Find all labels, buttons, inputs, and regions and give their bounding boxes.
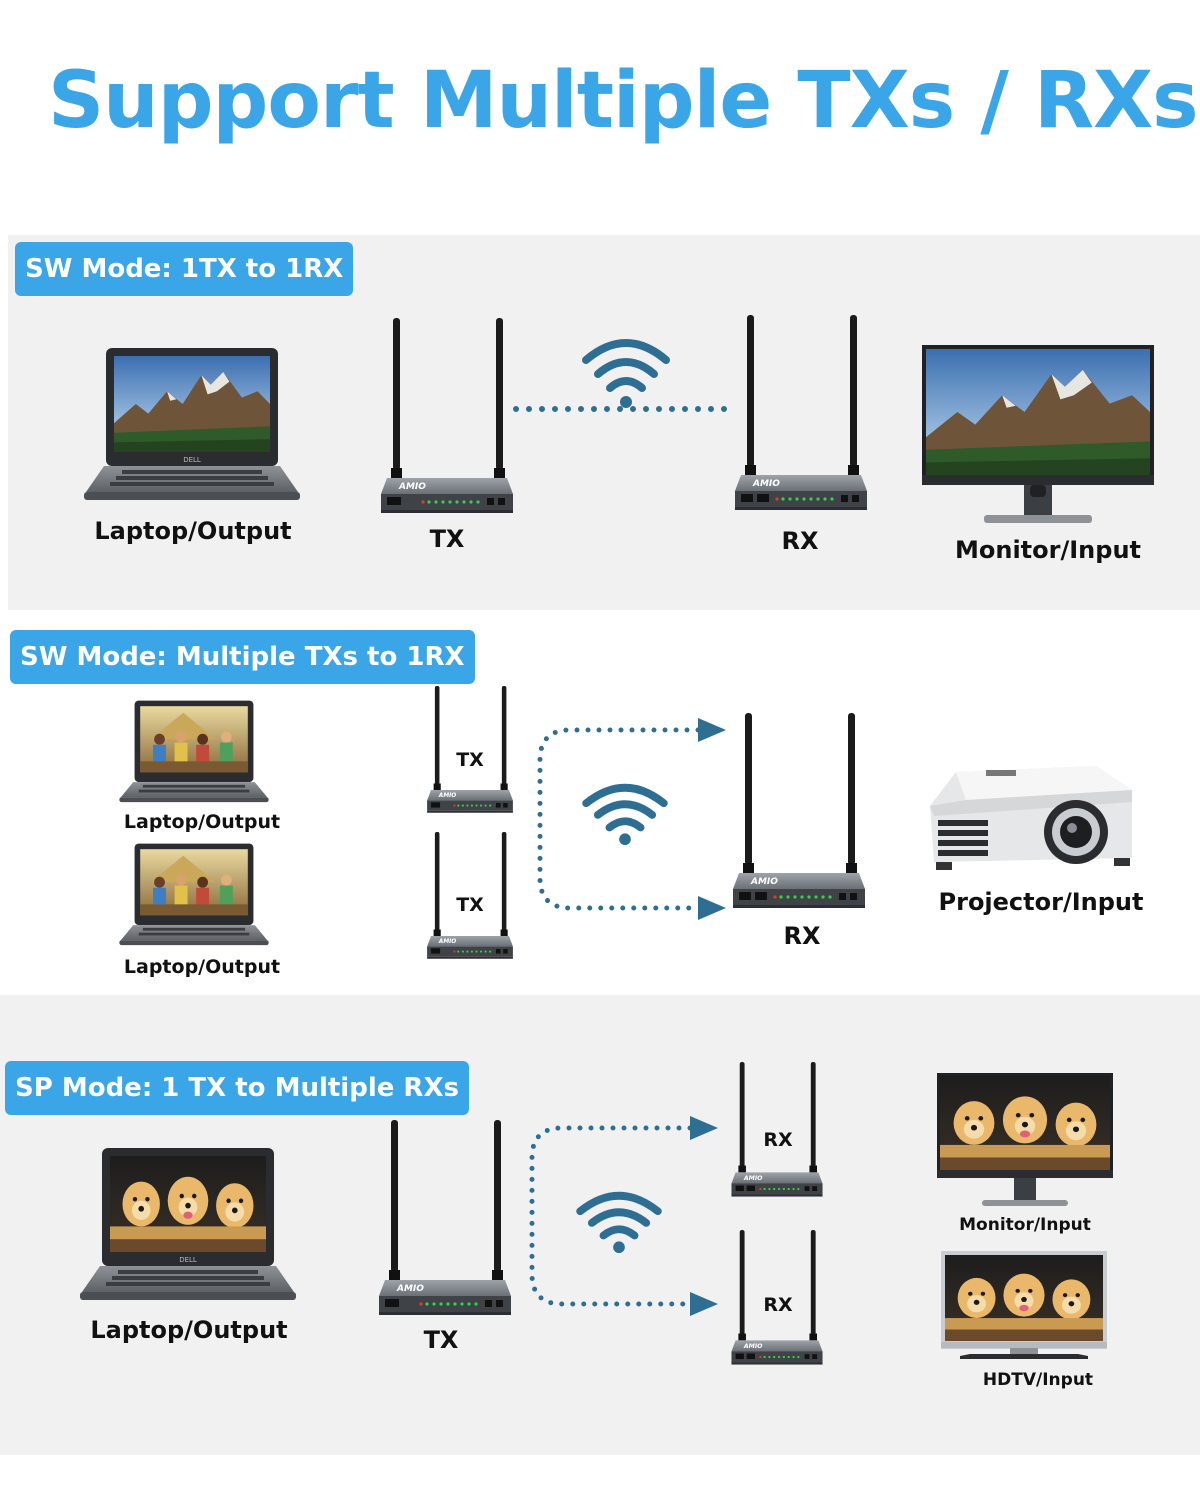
source-label: Laptop/Output [94, 517, 292, 545]
receiver-device-icon [730, 315, 872, 515]
mode-label-2: SW Mode: Multiple TXs to 1RX [10, 630, 475, 684]
laptop-icon [119, 843, 269, 946]
mode-label-3: SP Mode: 1 TX to Multiple RXs [5, 1061, 469, 1115]
monitor-icon [922, 345, 1154, 523]
transmitter-device-icon [376, 318, 518, 518]
wireless-signal-icon [576, 1191, 662, 1254]
rx-label: RX [763, 1129, 793, 1151]
laptop-icon [119, 700, 269, 803]
tx-label: TX [456, 894, 484, 916]
tx-label: TX [456, 749, 484, 771]
wireless-signal-icon [582, 339, 670, 408]
wireless-link-arrows [529, 1116, 718, 1316]
transmitter-device-icon [374, 1120, 516, 1320]
svg-text:DELL: DELL [183, 456, 201, 464]
tx-label: TX [429, 525, 465, 553]
monitor-icon [937, 1073, 1113, 1206]
svg-text:DELL: DELL [179, 1256, 197, 1264]
source-label: Laptop/Output [123, 956, 281, 978]
mode-label-1: SW Mode: 1TX to 1RX [15, 242, 354, 296]
receiver-device-icon [728, 713, 870, 913]
wireless-link-dots [513, 406, 736, 412]
source-label: Laptop/Output [123, 811, 281, 833]
display-label: Monitor/Input [959, 1215, 1091, 1235]
wireless-signal-icon [582, 783, 668, 846]
rx-label: RX [781, 527, 819, 555]
display-label: Monitor/Input [955, 536, 1141, 564]
laptop-icon: DELL [84, 348, 300, 500]
projector-icon [930, 766, 1132, 870]
display-label: HDTV/Input [982, 1370, 1094, 1390]
page-title: Support Multiple TXs / RXs [48, 56, 1199, 146]
rx-label: RX [783, 922, 821, 950]
tv-icon [941, 1251, 1107, 1359]
display-label: Projector/Input [938, 888, 1144, 916]
tx-label: TX [423, 1326, 459, 1354]
rx-label: RX [763, 1294, 793, 1316]
laptop-icon: DELL [80, 1148, 296, 1300]
source-label: Laptop/Output [90, 1316, 288, 1344]
wireless-link-arrows [537, 718, 726, 920]
